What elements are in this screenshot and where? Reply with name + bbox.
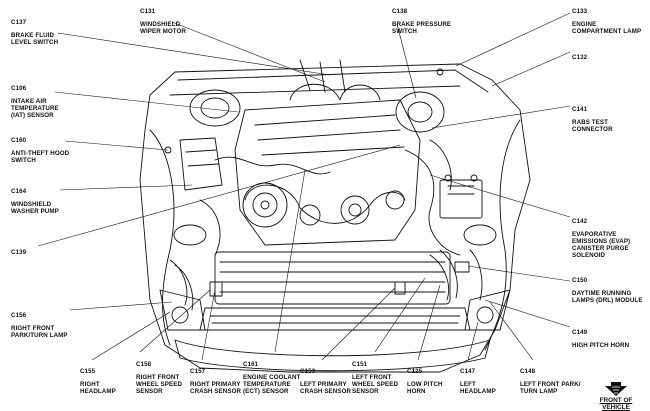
leader-c148 [489, 301, 534, 361]
callout-c164: C164 WINDSHIELD WASHER PUMP [11, 187, 59, 216]
leader-c137 [57, 32, 331, 76]
leader-c125 [417, 284, 441, 361]
callout-c158: C158 RIGHT FRONT WHEEL SPEED SENSOR [136, 360, 183, 395]
leader-c147 [467, 321, 479, 361]
callout-c148: C148 LEFT FRONT PARK/ TURN LAMP [520, 367, 581, 396]
fan-pulley [242, 182, 288, 228]
callout-c147: C147 LEFT HEADLAMP [460, 367, 496, 396]
leader-c106 [54, 91, 239, 113]
front-bumper [174, 339, 491, 372]
battery [439, 179, 483, 219]
left-headlamp [464, 289, 511, 331]
callout-c149: C149 HIGH PITCH HORN [572, 328, 630, 350]
callout-c139: C139 [11, 248, 27, 256]
leader-c150 [467, 265, 571, 282]
callout-c133: C133 ENGINE COMPARTMENT LAMP [572, 7, 642, 36]
leader-c157 [201, 289, 216, 361]
callout-c155: C155 RIGHT HEADLAMP [80, 367, 116, 396]
callout-c150: C150 DAYTIME RUNNING LAMPS (DRL) MODULE [572, 276, 643, 305]
leader-c161 [274, 169, 306, 353]
front-of-vehicle-indicator: FRONT OF VEHICLE [585, 382, 647, 411]
callout-c132: C132 [572, 53, 588, 61]
brake-booster [395, 91, 445, 133]
leader-c133 [455, 12, 571, 67]
callout-c131: C131 WINDSHIELD WIPER MOTOR [140, 7, 187, 36]
leader-c164 [59, 184, 193, 191]
callout-c138: C138 BRAKE PRESSURE SWITCH [392, 7, 452, 36]
leader-c138 [396, 23, 417, 99]
callout-c137: C137 BRAKE FLUID LEVEL SWITCH [11, 18, 59, 47]
callout-c161: C161 ENGINE COOLANT TEMPERATURE (ECT) SE… [243, 360, 301, 395]
callout-c125: C125 LOW PITCH HORN [407, 367, 443, 396]
callout-c106: C106 INTAKE AIR TEMPERATURE (IAT) SENSOR [11, 84, 59, 119]
engine-block [234, 99, 421, 246]
radiator [214, 251, 451, 305]
leader-c155 [91, 311, 171, 361]
callout-c153: C153 LEFT PRIMARY CRASH SENSOR [300, 367, 352, 396]
front-of-vehicle-label: FRONT OF VEHICLE [599, 397, 633, 411]
callout-c141: C141 RABS TEST CONNECTOR [572, 105, 613, 134]
leader-c160 [64, 140, 169, 151]
leader-c142 [429, 174, 571, 218]
callout-c151: C151 LEFT FRONT WHEEL SPEED SENSOR [352, 360, 399, 395]
leader-c156 [69, 301, 173, 311]
callout-c142: C142 EVAPORATIVE EMISSIONS (EVAP) CANIST… [572, 217, 631, 259]
cowl-line [177, 69, 489, 93]
leader-c131 [171, 21, 326, 83]
body-outline [139, 63, 531, 373]
air-cleaner [189, 89, 241, 127]
leader-c132 [491, 51, 571, 87]
washer-reservoir [179, 137, 223, 191]
callout-c157: C157 RIGHT PRIMARY CRASH SENSOR [190, 367, 242, 396]
leader-c149 [484, 299, 571, 328]
leader-c139 [37, 144, 401, 247]
leader-c158 [139, 289, 211, 353]
leader-c141 [431, 105, 571, 129]
leader-c153 [321, 287, 396, 361]
leader-c151 [374, 277, 426, 353]
callout-c160: C160 ANTI-THEFT HOOD SWITCH [11, 136, 70, 165]
arrow-down-icon [605, 382, 627, 396]
callout-c156: C156 RIGHT FRONT PARK/TURN LAMP [11, 311, 68, 340]
